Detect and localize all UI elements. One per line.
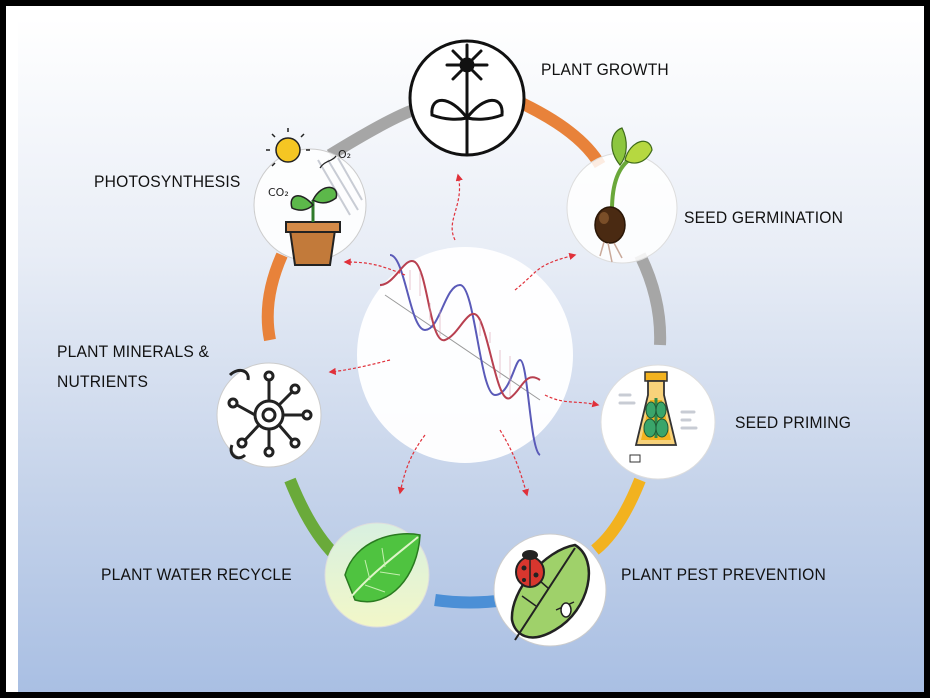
photosynthesis-node: CO₂ O₂ bbox=[253, 128, 367, 266]
sun-icon bbox=[275, 137, 301, 163]
ring-segment-right-lower bbox=[591, 477, 646, 555]
flask-icon bbox=[618, 371, 698, 463]
arrow-to-plant-growth bbox=[451, 173, 463, 241]
central-wave-circle bbox=[357, 247, 573, 463]
plant-minerals-label-line1: PLANT MINERALS & bbox=[57, 342, 210, 361]
arrow-to-minerals bbox=[328, 359, 391, 376]
arrow-to-photosynthesis bbox=[343, 258, 406, 276]
seed-germination-node bbox=[566, 127, 678, 264]
ring-segment-top-right bbox=[512, 94, 606, 169]
plant-water-recycle-label: PLANT WATER RECYCLE bbox=[101, 565, 292, 584]
minerals-nutrients-node bbox=[216, 362, 322, 468]
ladybug-leaf-icon bbox=[510, 543, 591, 641]
water-recycle-node bbox=[324, 522, 430, 628]
seed-priming-node bbox=[600, 364, 716, 480]
seed-priming-label: SEED PRIMING bbox=[735, 413, 852, 432]
arrow-to-pest-prevention bbox=[499, 429, 529, 497]
sprout-icon bbox=[594, 127, 653, 263]
pest-prevention-node bbox=[493, 533, 607, 647]
potted-plant-icon: CO₂ O₂ bbox=[266, 128, 363, 266]
ring-segment-left bbox=[261, 252, 288, 342]
plant-growth-label: PLANT GROWTH bbox=[541, 60, 669, 79]
molecule-icon bbox=[227, 368, 313, 460]
radiating-arrows bbox=[328, 173, 600, 497]
wave-blue bbox=[389, 254, 541, 456]
ring-segment-right-upper bbox=[634, 252, 667, 346]
o2-label: O₂ bbox=[338, 148, 351, 161]
wave-red bbox=[379, 259, 541, 400]
ring-segment-bottom-left bbox=[284, 477, 340, 560]
arrow-to-water-recycle bbox=[397, 434, 426, 495]
arrow-to-seed-germination bbox=[514, 252, 577, 291]
plant-pest-prevention-label: PLANT PEST PREVENTION bbox=[621, 565, 826, 584]
co2-label: CO₂ bbox=[268, 186, 289, 199]
plant-growth-node bbox=[408, 39, 526, 157]
seed-germination-label: SEED GERMINATION bbox=[684, 208, 844, 227]
arrow-to-seed-priming bbox=[544, 394, 600, 408]
leaf-icon bbox=[344, 533, 421, 603]
photosynthesis-label: PHOTOSYNTHESIS bbox=[94, 172, 241, 191]
plant-minerals-label-line2: NUTRIENTS bbox=[57, 372, 149, 391]
flower-icon bbox=[430, 43, 504, 157]
